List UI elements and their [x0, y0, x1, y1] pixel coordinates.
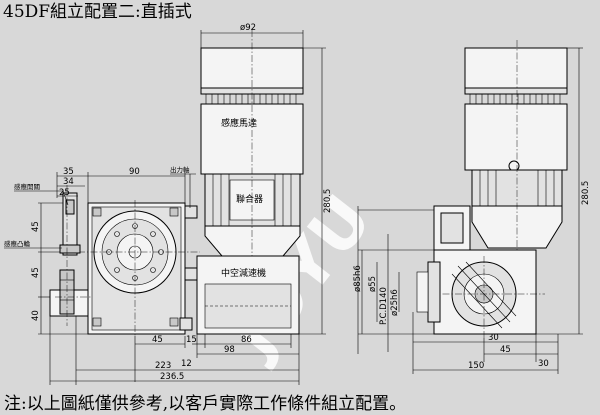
- dim-12: 12: [181, 359, 192, 369]
- output-label: 出力軸: [170, 165, 190, 174]
- dim-45-bottom: 45: [152, 335, 163, 345]
- coupling-fins: [212, 174, 292, 226]
- dim-height-front: 280.5: [323, 189, 333, 213]
- dim-34: 34: [63, 177, 74, 187]
- sensor-switch-label: 感應開關: [14, 182, 40, 191]
- dim-25: 25: [59, 188, 70, 198]
- side-motor-body: [464, 103, 568, 171]
- shaft-stub-mid: [184, 267, 198, 281]
- side-view: ø85h6 ø55 P.C.D140 ø25h6 280.5 45 30 30 …: [353, 40, 591, 374]
- motor-label: 感應馬達: [221, 117, 257, 129]
- dim-35: 35: [63, 167, 74, 177]
- motor-fins: [205, 94, 297, 104]
- footnote: 注:以上圖紙僅供參考,以客戶實際工作條件組立配置。: [4, 394, 406, 414]
- dim-30-base: 30: [488, 333, 499, 343]
- shaft-stub-low: [179, 317, 193, 331]
- dim-90: 90: [129, 167, 140, 177]
- side-motor-cap: [464, 47, 568, 89]
- side-output-hub: [416, 271, 429, 313]
- side-upper-inner: [440, 212, 464, 244]
- front-view: 感應馬達 聯合器 中空減速機: [4, 23, 333, 385]
- sensor-cam-ring: [59, 244, 81, 254]
- side-motor-fins: [469, 94, 561, 104]
- dim-pcd140: P.C.D140: [379, 287, 389, 325]
- dim-45-side: 45: [500, 345, 511, 355]
- sensor-switch-body: [65, 199, 75, 215]
- side-motor-band: [464, 87, 568, 95]
- dim-height-side: 280.5: [581, 181, 591, 205]
- dim-223: 223: [155, 361, 171, 371]
- motor-flange: [204, 225, 301, 257]
- dim-98: 98: [224, 345, 235, 355]
- dim-236-5: 236.5: [160, 372, 184, 382]
- dim-45-upper: 45: [31, 221, 41, 232]
- dim-motor-diameter: ø92: [240, 23, 256, 33]
- side-output-flange: [427, 261, 441, 323]
- side-coupling-fins: [479, 170, 555, 206]
- dim-45-lower: 45: [31, 267, 41, 278]
- dim-86: 86: [241, 335, 252, 345]
- side-motor-flange: [471, 205, 563, 249]
- shaft-stub-top: [184, 205, 198, 219]
- dim-25h6: ø25h6: [390, 289, 400, 316]
- sensor-cam-label: 感應凸輪: [4, 239, 31, 248]
- coupling-label: 聯合器: [236, 193, 263, 205]
- dim-30-side: 30: [538, 359, 549, 369]
- dim-15: 15: [186, 335, 197, 345]
- dim-55: ø55: [368, 276, 378, 292]
- reducer-label: 中空減速機: [221, 267, 266, 279]
- page-title: 45DF組立配置二:直插式: [3, 2, 192, 22]
- dim-40: 40: [31, 310, 41, 321]
- dim-150: 150: [468, 361, 484, 371]
